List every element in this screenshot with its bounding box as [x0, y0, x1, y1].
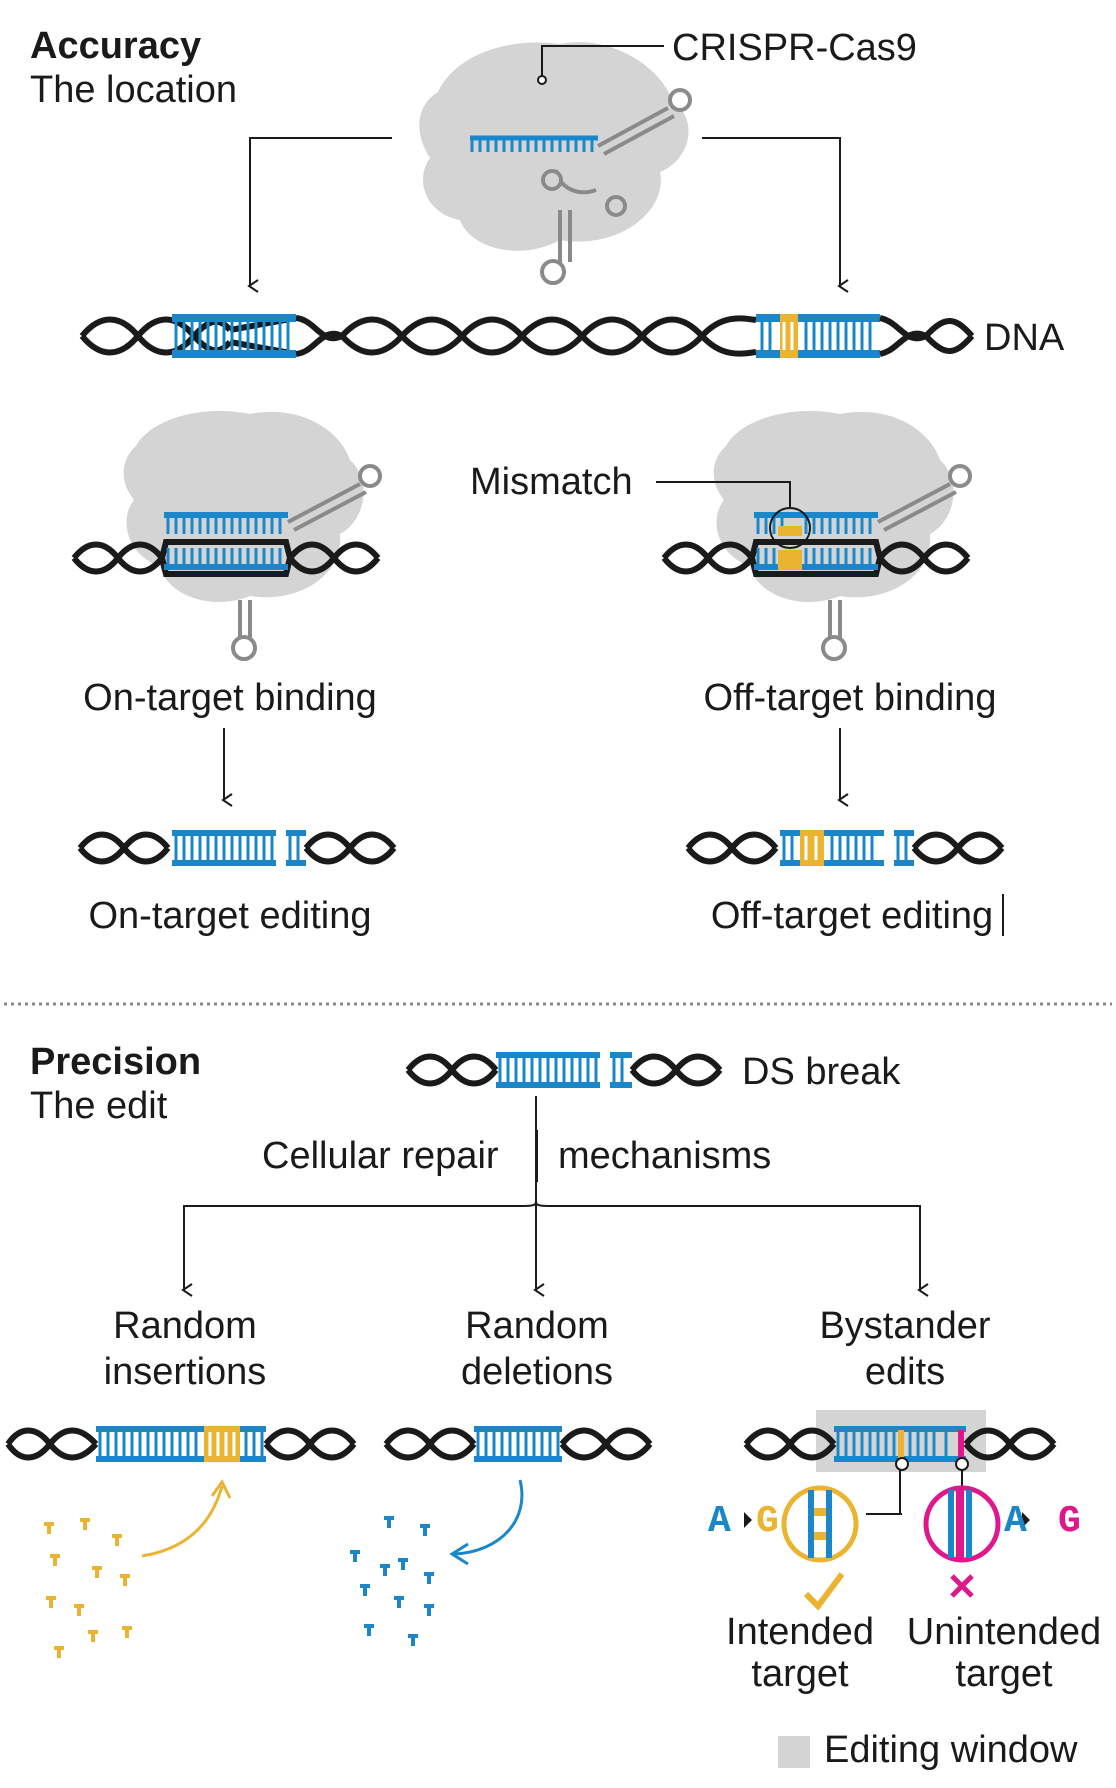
repair-label-left: Cellular repair [262, 1135, 499, 1177]
repair-label-divider [536, 1130, 538, 1182]
repair-label-right: mechanisms [558, 1135, 772, 1177]
crispr-cas9-complex [419, 42, 692, 285]
cross-icon [950, 1574, 974, 1598]
repair-branch-arrows [181, 1096, 929, 1297]
accuracy-arrows [247, 137, 849, 293]
intended-target-label-2: target [751, 1653, 849, 1695]
off-target-binding-graphic [656, 410, 972, 661]
accuracy-subheading: The location [30, 69, 238, 111]
dna-label: DNA [984, 317, 1065, 359]
random-deletions-graphic [350, 1426, 653, 1646]
ds-break-graphic [405, 1052, 723, 1088]
unintended-target-label-1: Unintended [906, 1611, 1102, 1653]
intended-base-to: G [756, 1500, 779, 1543]
random-insertions-label-2: insertions [103, 1351, 267, 1393]
random-insertions-label-1: Random [113, 1305, 257, 1347]
insertion-arrow [141, 1485, 224, 1558]
intended-base-from: A [708, 1500, 731, 1543]
off-target-editing-graphic [685, 830, 1005, 866]
crispr-cas9-label: CRISPR-Cas9 [672, 27, 917, 69]
random-deletions-label-2: deletions [460, 1351, 614, 1393]
random-insertions-graphic [5, 1426, 357, 1658]
check-icon [803, 1572, 845, 1611]
legend-label: Editing window [824, 1729, 1078, 1771]
dna-main [79, 314, 975, 358]
bystander-edits-graphic [743, 1410, 1057, 1611]
accuracy-heading: Accuracy [30, 25, 202, 67]
intended-target-label-1: Intended [726, 1611, 874, 1653]
on-target-binding-label: On-target binding [83, 677, 377, 719]
bystander-edits-label-2: edits [864, 1351, 946, 1393]
unintended-base-from: A [1004, 1500, 1027, 1543]
random-deletions-label-1: Random [465, 1305, 609, 1347]
off-target-binding-label: Off-target binding [703, 677, 997, 719]
unintended-base-to: G [1058, 1500, 1081, 1543]
precision-heading: Precision [30, 1041, 202, 1083]
legend-swatch [778, 1736, 810, 1768]
on-target-editing-graphic [77, 830, 397, 866]
ds-break-label: DS break [742, 1051, 901, 1093]
unintended-target-label-2: target [955, 1653, 1053, 1695]
bystander-edits-label-1: Bystander [819, 1305, 991, 1347]
on-target-binding-graphic [71, 410, 382, 661]
precision-subheading: The edit [30, 1085, 168, 1127]
off-target-editing-label: Off-target editing [710, 895, 994, 937]
on-target-editing-label: On-target editing [88, 895, 372, 937]
binding-to-editing-arrows [221, 728, 849, 807]
mismatch-label: Mismatch [470, 461, 633, 503]
deletion-arrow [453, 1479, 524, 1556]
intended-target-circle [781, 1485, 859, 1563]
